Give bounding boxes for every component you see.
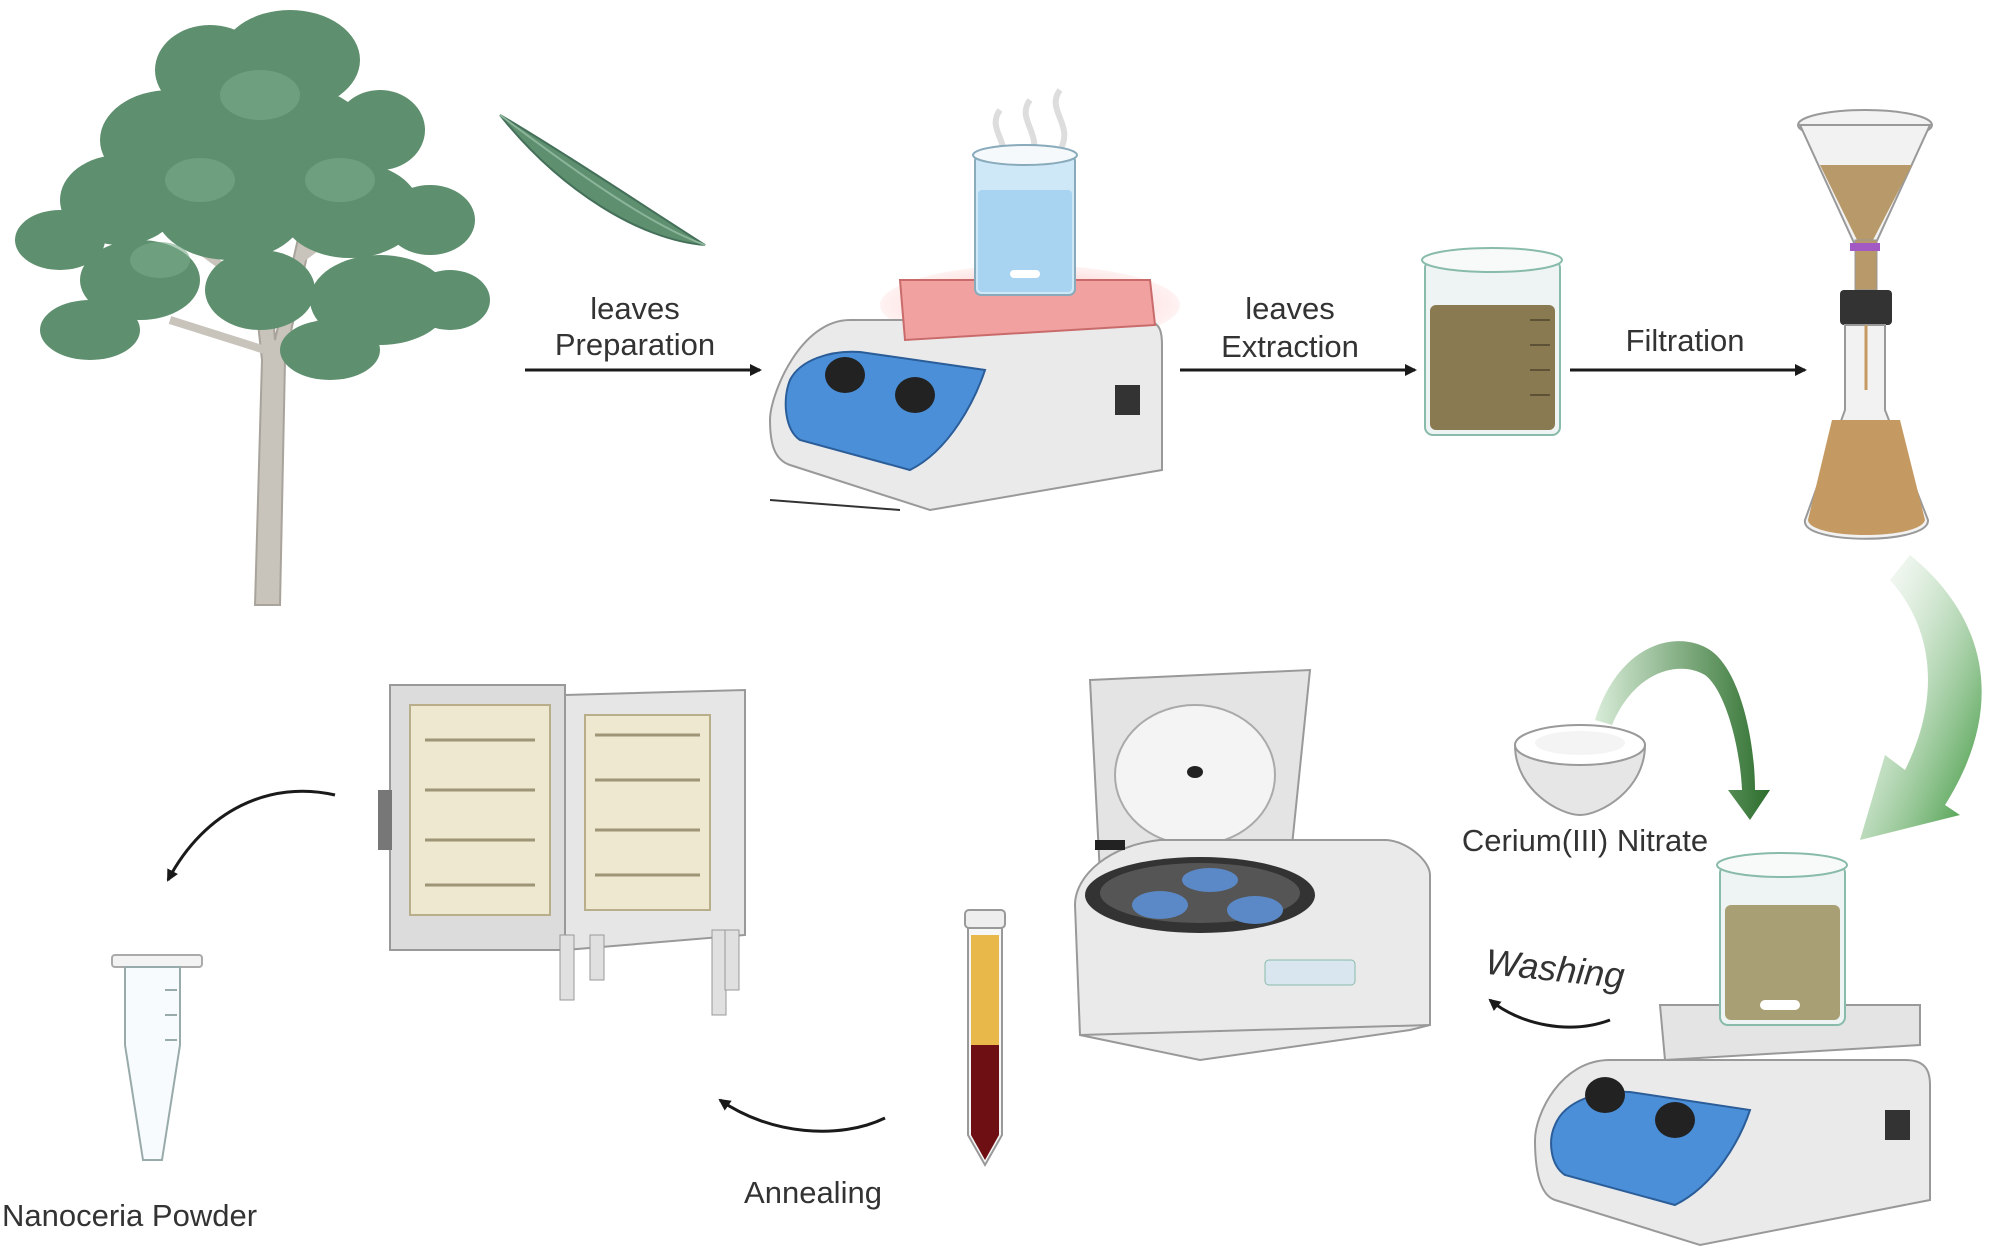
arrow-washing	[1488, 998, 1611, 1029]
centrifuge-icon	[1073, 668, 1431, 1062]
label-filtration: Filtration	[1625, 323, 1745, 358]
label-leaves-preparation-2: Preparation	[554, 327, 716, 362]
arrow-annealing	[718, 1098, 886, 1133]
label-annealing: Annealing	[744, 1175, 882, 1210]
extract-beaker-icon	[1421, 247, 1563, 436]
sample-tube-icon	[964, 909, 1006, 1168]
cerium-nitrate-bowl-icon	[1513, 724, 1647, 817]
label-cerium-nitrate: Cerium(III) Nitrate	[1461, 823, 1709, 858]
arrow-to-powder	[166, 789, 336, 882]
filtration-flask-icon	[1797, 109, 1933, 540]
label-nanoceria-powder: Nanoceria Powder	[2, 1198, 258, 1233]
microtube-icon	[111, 954, 203, 1161]
label-leaves-preparation-1: leaves	[590, 291, 680, 326]
hotplate-beaker-icon	[768, 88, 1180, 512]
tree-icon	[15, 10, 490, 606]
label-leaves-extraction-2: Extraction	[1221, 329, 1359, 364]
green-arrow-curve	[1595, 641, 1770, 820]
label-leaves-extraction-1: leaves	[1245, 291, 1335, 326]
green-arrow-down	[1860, 555, 1982, 840]
leaf-icon	[499, 114, 706, 246]
oven-icon	[378, 684, 746, 1016]
stirrer-beaker-icon	[1533, 852, 1931, 1247]
